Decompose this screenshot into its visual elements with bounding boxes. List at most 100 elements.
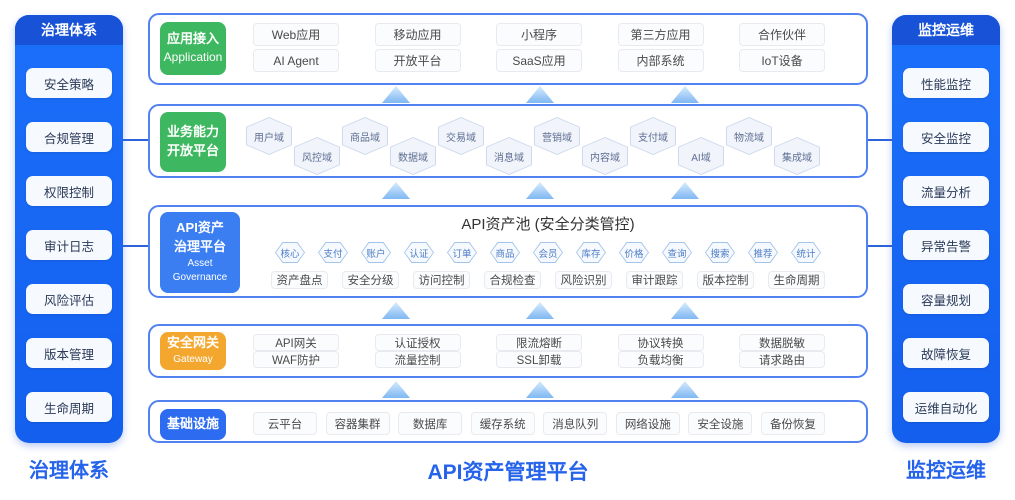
governance-panel-header: 治理体系 (15, 15, 123, 45)
domain-hexagon-label: 交易域 (439, 118, 483, 154)
gateway-chip: 协议转换 (617, 334, 704, 351)
asset-pool-title: API资产池 (安全分类管控) (461, 216, 635, 233)
up-arrow-icon (526, 182, 554, 199)
asset-action-chip: 访问控制 (413, 271, 470, 289)
asset-action-chip: 安全分级 (342, 271, 399, 289)
domain-hexagon: 数据域 (390, 137, 436, 175)
asset-tag-label: 账户 (362, 243, 390, 262)
asset-label-box: API资产 治理平台 Asset Governance (160, 212, 240, 293)
infrastructure-label-box: 基础设施 (160, 409, 226, 440)
domain-hexagon: 支付域 (630, 117, 676, 155)
infrastructure-chip: 缓存系统 (470, 412, 535, 435)
connector-line (122, 139, 149, 141)
application-chip: 内部系统 (617, 49, 704, 72)
domain-hexagon-row: 用户域 风控域 商品域 数据域 交易域 消息域 营销域 内容域 支付域 AI域 … (246, 117, 822, 175)
asset-action-chip: 资产盘点 (271, 271, 328, 289)
asset-label-line1: API资产 (176, 220, 224, 236)
application-chip: SaaS应用 (496, 49, 582, 72)
asset-tag-hexagon: 查询 (662, 242, 692, 263)
governance-item: 审计日志 (26, 230, 112, 260)
gateway-label-en: Gateway (173, 354, 213, 366)
gateway-layer: 安全网关 Gateway API网关 认证授权 限流熔断 协议转换 数据脱敏 W… (148, 324, 868, 378)
domain-hexagon-label: 数据域 (391, 138, 435, 174)
up-arrow-icon (382, 381, 410, 398)
up-arrow-icon (526, 381, 554, 398)
up-arrow-icon (671, 381, 699, 398)
gateway-label-cn: 安全网关 (166, 335, 219, 351)
asset-tag-label: 库存 (577, 243, 605, 262)
up-arrow-icon (382, 86, 410, 103)
asset-tag-label: 推荐 (749, 243, 777, 262)
gateway-chip: API网关 (253, 334, 339, 351)
domain-hexagon: 物流域 (726, 117, 772, 155)
domain-hexagon-label: 支付域 (631, 118, 675, 154)
gateway-label-box: 安全网关 Gateway (160, 332, 226, 370)
monitoring-item: 运维自动化 (903, 392, 989, 422)
monitoring-item: 安全监控 (903, 122, 989, 152)
monitoring-panel-header: 监控运维 (892, 15, 1000, 45)
monitoring-item: 流量分析 (903, 176, 989, 206)
domain-hexagon-label: 风控域 (295, 138, 339, 174)
domain-hexagon-label: 商品域 (343, 118, 387, 154)
asset-action-chip: 审计跟踪 (626, 271, 683, 289)
domain-hexagon: 集成域 (774, 137, 820, 175)
asset-tag-hexagon: 订单 (447, 242, 477, 263)
domain-hexagon: AI域 (678, 137, 724, 175)
gateway-chip: 流量控制 (374, 351, 461, 368)
asset-tag-label: 统计 (792, 243, 820, 262)
monitoring-item: 故障恢复 (903, 338, 989, 368)
infrastructure-chip-grid: 云平台 容器集群 数据库 缓存系统 消息队列 网络设施 安全设施 备份恢复 (253, 412, 825, 435)
infrastructure-chip: 备份恢复 (760, 412, 825, 435)
asset-tag-hexagon: 商品 (490, 242, 520, 263)
application-chip: IoT设备 (739, 49, 825, 72)
domain-hexagon: 内容域 (582, 137, 628, 175)
governance-item: 安全策略 (26, 68, 112, 98)
up-arrow-icon (671, 182, 699, 199)
asset-action-chip: 版本控制 (697, 271, 754, 289)
application-label-box: 应用接入 Application (160, 22, 226, 75)
monitoring-item: 容量规划 (903, 284, 989, 314)
domain-hexagon-label: AI域 (679, 138, 723, 174)
gateway-chip: WAF防护 (253, 351, 339, 368)
domain-hexagon: 风控域 (294, 137, 340, 175)
asset-action-chip: 生命周期 (768, 271, 825, 289)
asset-action-chip: 合规检查 (484, 271, 541, 289)
domain-hexagon: 交易域 (438, 117, 484, 155)
application-label-en: Application (163, 50, 223, 65)
asset-tag-hexagon: 统计 (791, 242, 821, 263)
up-arrow-icon (671, 302, 699, 319)
application-chip-row: AI Agent 开放平台 SaaS应用 内部系统 IoT设备 (253, 49, 825, 72)
domain-hexagon: 商品域 (342, 117, 388, 155)
footer-governance-label: 治理体系 (29, 460, 109, 482)
business-label-line1: 业务能力 (166, 124, 219, 140)
domain-hexagon-label: 集成域 (775, 138, 819, 174)
asset-tag-hexagon: 推荐 (748, 242, 778, 263)
asset-tag-row: 核心 支付 账户 认证 订单 商品 会员 库存 价格 查询 搜索 推荐 统计 (250, 242, 846, 263)
application-chip: 合作伙伴 (739, 23, 825, 46)
asset-tag-label: 会员 (534, 243, 562, 262)
asset-label-en: Asset Governance (172, 257, 228, 284)
governance-item: 合规管理 (26, 122, 112, 152)
asset-action-row: 资产盘点 安全分级 访问控制 合规检查 风险识别 审计跟踪 版本控制 生命周期 (250, 271, 846, 289)
domain-hexagon-label: 物流域 (727, 118, 771, 154)
infrastructure-chip: 网络设施 (615, 412, 680, 435)
monitoring-panel: 监控运维 性能监控 安全监控 流量分析 异常告警 容量规划 故障恢复 运维自动化 (892, 15, 1000, 443)
asset-action-chip: 风险识别 (555, 271, 612, 289)
up-arrow-icon (526, 86, 554, 103)
infrastructure-chip: 云平台 (253, 412, 317, 435)
asset-tag-label: 搜索 (706, 243, 734, 262)
gateway-chip: 负载均衡 (617, 351, 704, 368)
asset-tag-hexagon: 库存 (576, 242, 606, 263)
domain-hexagon: 消息域 (486, 137, 532, 175)
application-chip: 开放平台 (374, 49, 461, 72)
business-layer: 业务能力 开放平台 用户域 风控域 商品域 数据域 交易域 消息域 营销域 内容… (148, 104, 868, 178)
asset-layer: API资产 治理平台 Asset Governance API资产池 (安全分类… (148, 205, 868, 298)
gateway-chip: 认证授权 (374, 334, 461, 351)
up-arrow-icon (671, 86, 699, 103)
asset-tag-label: 查询 (663, 243, 691, 262)
application-label-cn: 应用接入 (166, 31, 219, 47)
asset-label-line2: 治理平台 (173, 239, 226, 254)
asset-tag-label: 核心 (276, 243, 304, 262)
infrastructure-chip: 数据库 (398, 412, 463, 435)
